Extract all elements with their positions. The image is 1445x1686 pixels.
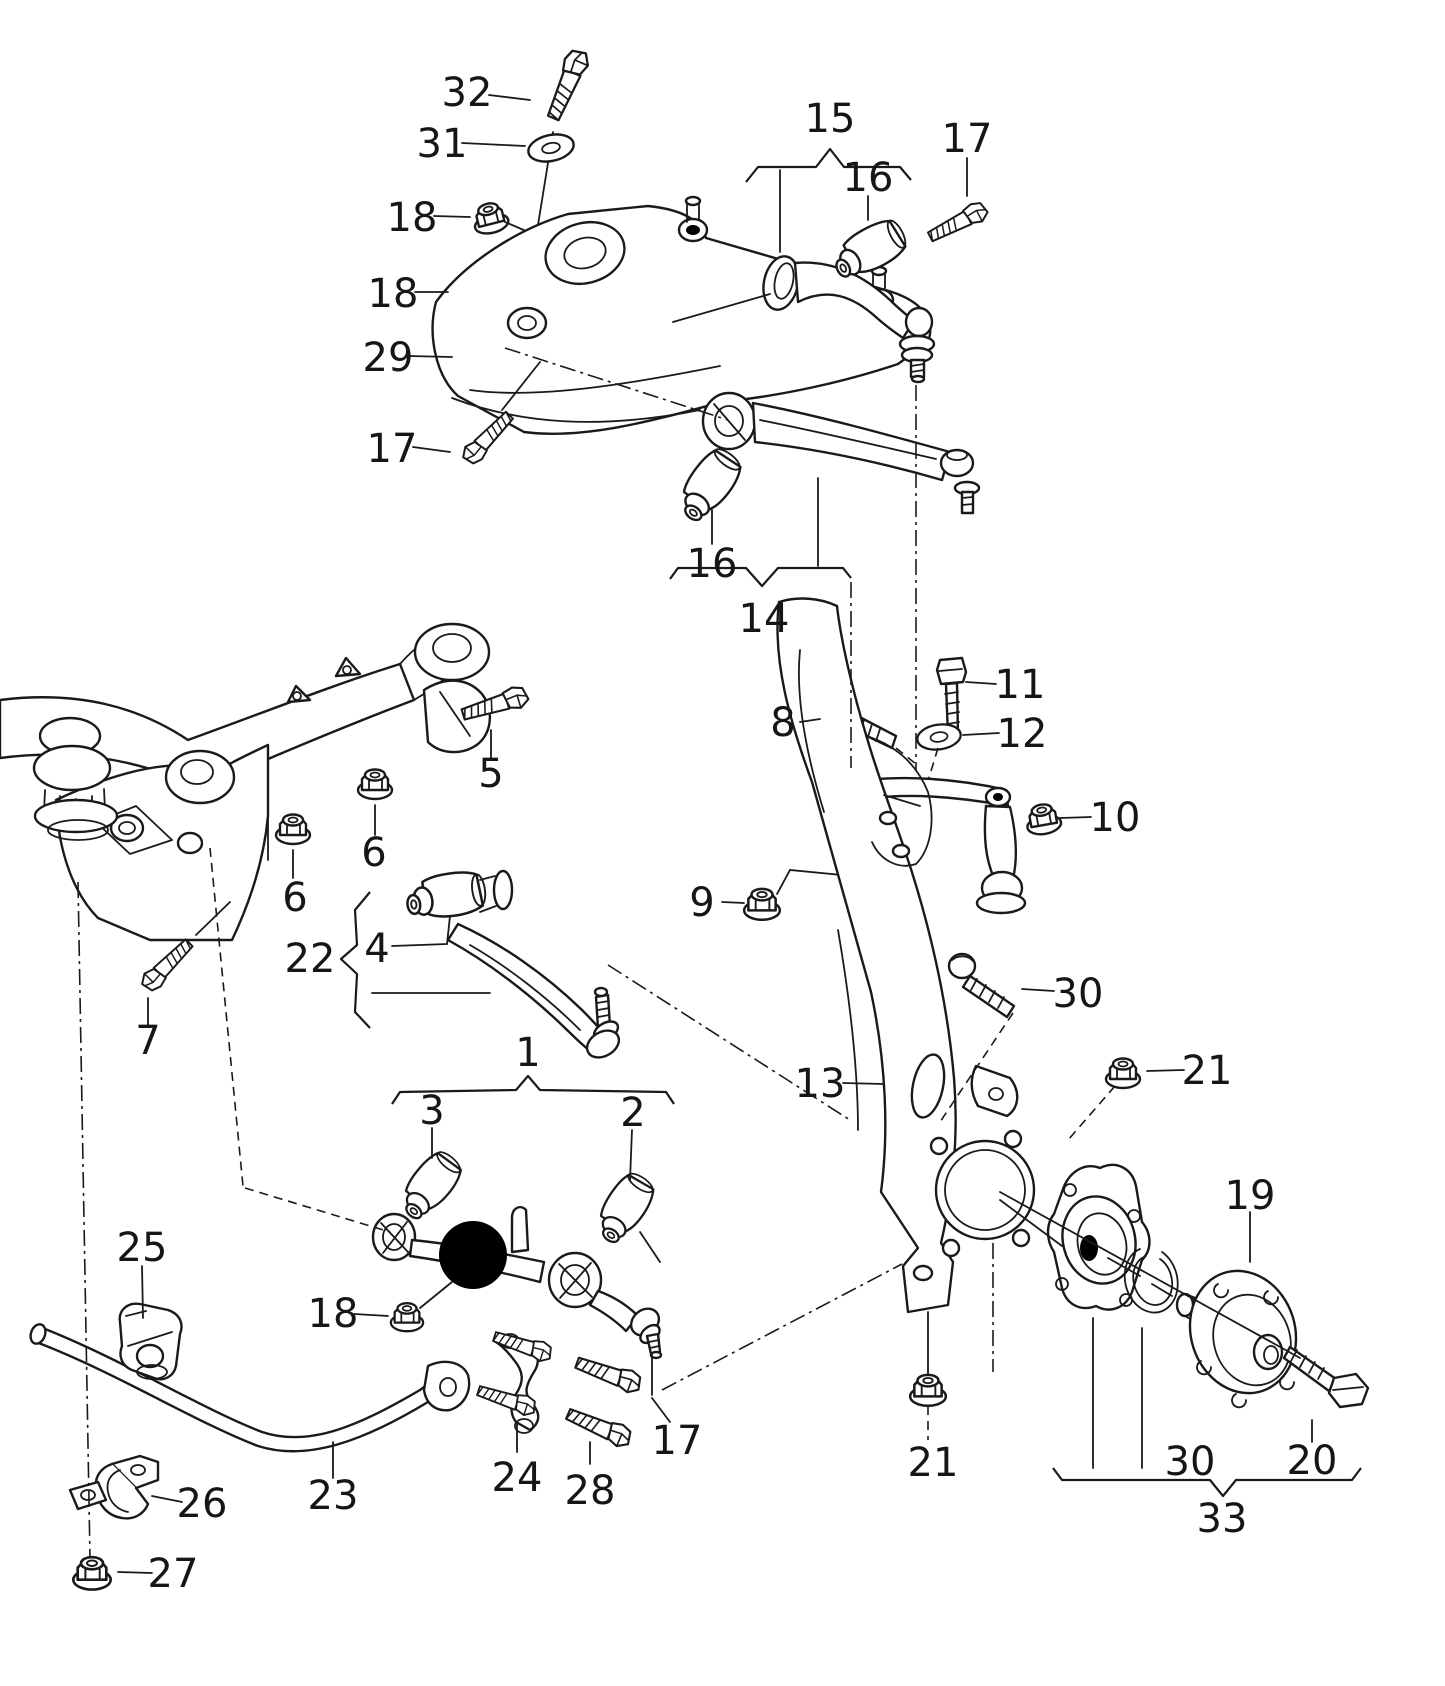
callout-12: 12 — [997, 711, 1048, 757]
bushing-3 — [391, 1144, 469, 1227]
drawing-layer — [0, 45, 1370, 1591]
stabilizer-bar-23 — [29, 1323, 471, 1453]
bolt-11 — [935, 656, 968, 738]
callout-27: 27 — [148, 1551, 199, 1597]
callout-31: 31 — [417, 121, 468, 167]
callout-30-b: 30 — [1165, 1439, 1216, 1485]
callout-30-a: 30 — [1053, 971, 1104, 1017]
callout-16-a: 16 — [843, 155, 894, 201]
callout-21-b: 21 — [908, 1440, 959, 1486]
callout-28: 28 — [565, 1468, 616, 1514]
wheel-bearing-housing-13 — [776, 597, 1036, 1314]
callout-32: 32 — [442, 70, 493, 116]
callout-18-b: 18 — [368, 271, 419, 317]
link-22-arm — [446, 922, 621, 1059]
callout-17-c: 17 — [652, 1418, 703, 1464]
callout-5: 5 — [478, 751, 503, 797]
bolt-17-top — [924, 198, 992, 247]
upper-link-15 — [762, 255, 936, 384]
nut-21-bottom — [908, 1311, 948, 1440]
bracket-29 — [431, 195, 932, 435]
callout-25: 25 — [117, 1225, 168, 1271]
group-brackets — [339, 147, 1362, 1498]
bolt-7 — [137, 901, 231, 996]
callout-6-a: 6 — [361, 830, 386, 876]
callout-17-b: 17 — [942, 116, 993, 162]
callout-33: 33 — [1197, 1496, 1248, 1542]
nut-27 — [71, 1555, 113, 1591]
upper-link-14 — [701, 391, 981, 515]
callout-7: 7 — [135, 1018, 160, 1064]
circlip — [1123, 1248, 1179, 1314]
callout-1: 1 — [515, 1030, 540, 1076]
wheel-hub-19 — [1175, 1269, 1298, 1409]
callout-19: 19 — [1225, 1173, 1276, 1219]
callout-17-a: 17 — [367, 426, 418, 472]
callout-9: 9 — [689, 880, 714, 926]
callout-22: 22 — [285, 936, 336, 982]
nut-10 — [1022, 800, 1064, 838]
nut-6-left — [274, 813, 312, 846]
nut-6-right — [356, 768, 394, 801]
callout-24: 24 — [492, 1455, 543, 1501]
bolt-28-pair — [474, 1379, 636, 1451]
callout-3: 3 — [419, 1088, 444, 1134]
bushing-2 — [587, 1166, 662, 1263]
washer-12 — [914, 720, 964, 795]
callout-16-b: 16 — [687, 541, 738, 587]
subframe — [0, 622, 491, 942]
callout-18-c: 18 — [308, 1291, 359, 1337]
bracket-26 — [68, 1454, 160, 1520]
callout-13: 13 — [795, 1061, 846, 1107]
leader-lines — [117, 94, 1313, 1574]
callout-4: 4 — [364, 926, 389, 972]
construction-lines — [77, 347, 994, 1559]
washer-31 — [524, 129, 578, 167]
nut-18-bottom — [389, 1281, 453, 1333]
leader-line — [672, 293, 771, 323]
axis-line — [999, 1191, 1301, 1359]
callout-6-b: 6 — [282, 875, 307, 921]
highlight-marker — [439, 1221, 507, 1289]
leader-line — [999, 1199, 1173, 1297]
callout-10: 10 — [1090, 795, 1141, 841]
bushing-4 — [402, 867, 514, 924]
callout-15: 15 — [805, 96, 856, 142]
clamp-bushing-25 — [118, 1302, 183, 1381]
callout-11: 11 — [995, 662, 1046, 708]
callout-23: 23 — [308, 1473, 359, 1519]
callout-29: 29 — [363, 335, 414, 381]
nut-9 — [742, 869, 853, 922]
bolt-30-top — [939, 952, 1016, 1123]
nut-21-top — [1067, 1057, 1142, 1141]
callout-20: 20 — [1287, 1438, 1338, 1484]
callout-18-a: 18 — [387, 195, 438, 241]
callout-labels: 32 31 18 18 29 17 15 16 17 16 14 11 8 12… — [117, 70, 1338, 1597]
callout-8: 8 — [770, 700, 795, 746]
callout-2: 2 — [620, 1090, 645, 1136]
callout-14: 14 — [739, 596, 790, 642]
callout-26: 26 — [177, 1481, 228, 1527]
bushing-16-mid — [668, 441, 749, 529]
bushing-16-top — [825, 212, 913, 287]
bolt-17-bracket29 — [458, 361, 541, 469]
callout-21-a: 21 — [1182, 1048, 1233, 1094]
